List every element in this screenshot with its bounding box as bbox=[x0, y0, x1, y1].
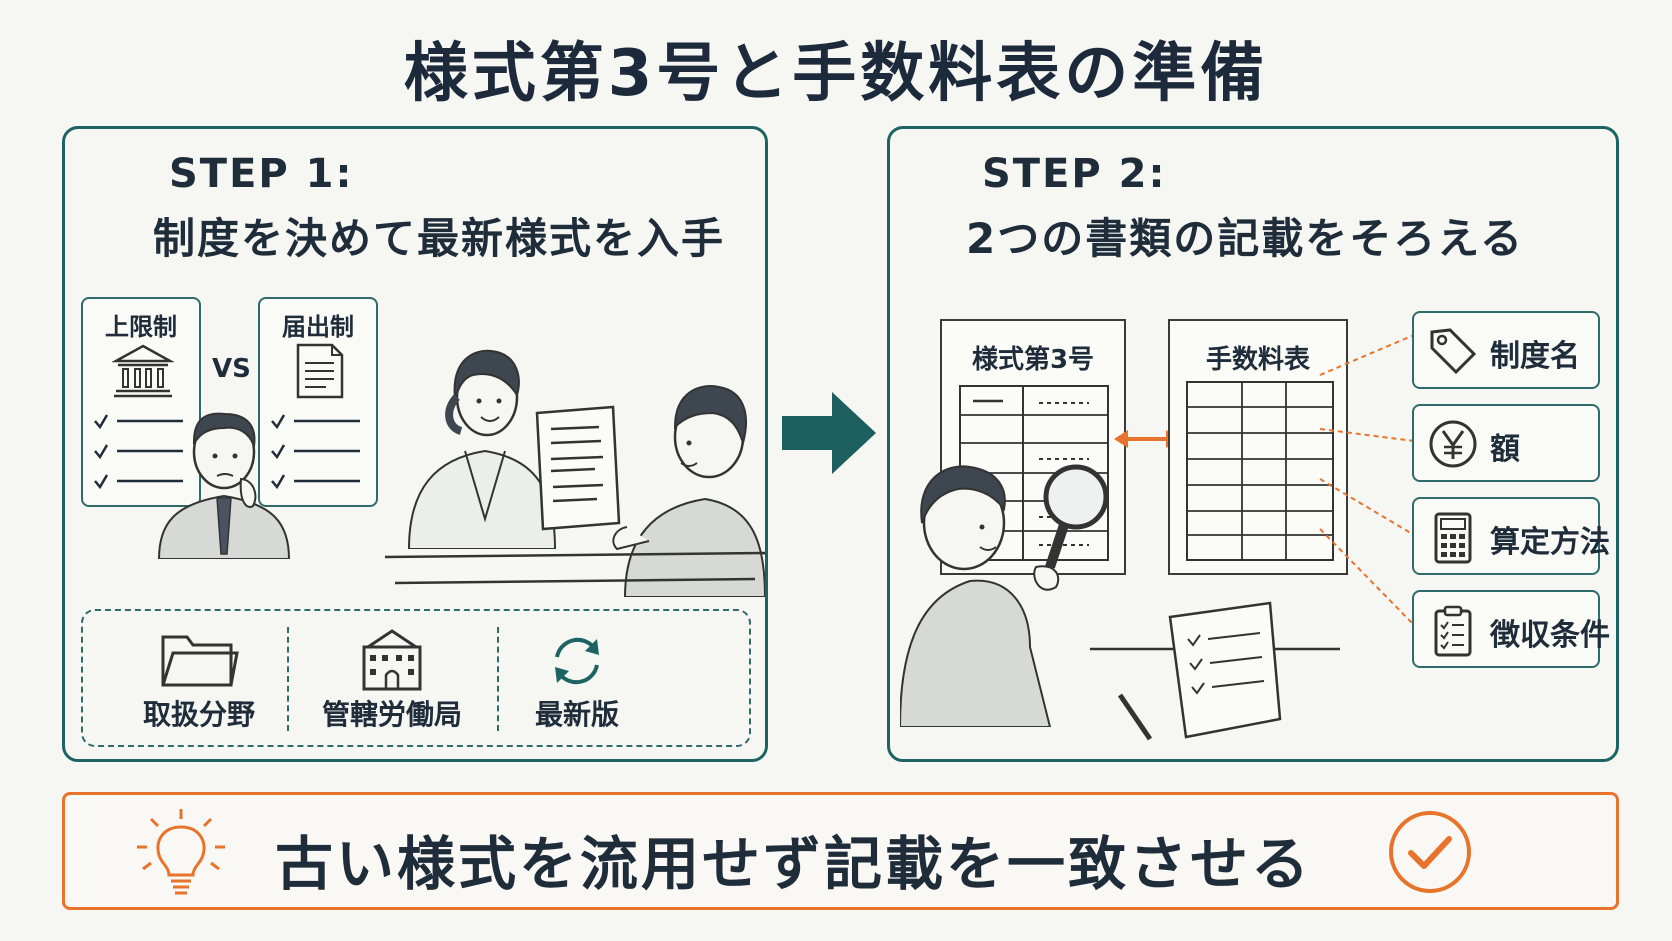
item-label-collection-terms: 徴収条件 bbox=[1490, 618, 1610, 653]
item-label-system-name: 制度名 bbox=[1490, 339, 1580, 374]
fee-table-title: 手数料表 bbox=[1205, 345, 1310, 375]
option-card-a: 上限制 bbox=[81, 297, 201, 507]
option-b-label: 届出制 bbox=[282, 313, 354, 341]
check-circle-icon bbox=[1389, 811, 1471, 893]
dash-divider bbox=[287, 627, 289, 731]
checklist-icon bbox=[271, 414, 360, 490]
doc-item-bureau: 管轄労働局 bbox=[297, 611, 487, 749]
fee-table-document: 手数料表 bbox=[1168, 319, 1348, 575]
doc-item-field: 取扱分野 bbox=[119, 611, 279, 749]
fee-table-grid bbox=[1186, 381, 1334, 561]
counter-line bbox=[385, 551, 765, 585]
item-amount: 額 bbox=[1412, 404, 1600, 482]
doc-label-latest: 最新版 bbox=[534, 698, 619, 731]
doc-label-bureau: 管轄労働局 bbox=[321, 698, 462, 731]
item-system-name: 制度名 bbox=[1412, 311, 1600, 389]
step2-label: STEP 2: bbox=[982, 151, 1167, 197]
document-icon bbox=[296, 343, 344, 399]
applicant-man-illustration bbox=[612, 385, 765, 597]
step2-title: 2つの書類の記載をそろえる bbox=[966, 214, 1524, 263]
clerk-woman-illustration bbox=[407, 349, 557, 549]
handed-document-illustration bbox=[535, 405, 621, 531]
page-title: 様式第3号と手数料表の準備 bbox=[403, 37, 1269, 111]
step2-panel: STEP 2: 2つの書類の記載をそろえる 様式第3号 手数料表 bbox=[887, 126, 1619, 762]
required-info-box: 取扱分野 管轄労働局 最新版 bbox=[81, 609, 751, 747]
key-point-message: 古い様式を流用せず記載を一致させる bbox=[275, 830, 1313, 898]
vs-label: VS bbox=[212, 354, 251, 384]
price-tag-icon bbox=[1430, 328, 1477, 375]
thinking-man-illustration bbox=[157, 412, 291, 559]
connector-lines bbox=[1319, 334, 1415, 626]
yen-icon bbox=[1429, 420, 1477, 468]
key-point-bar: 古い様式を流用せず記載を一致させる bbox=[62, 792, 1619, 910]
item-label-calculation: 算定方法 bbox=[1490, 525, 1610, 560]
step1-label: STEP 1: bbox=[169, 151, 354, 197]
form-3-title: 様式第3号 bbox=[971, 345, 1095, 375]
refresh-icon bbox=[555, 637, 599, 685]
inspector-man-illustration bbox=[900, 464, 1109, 727]
option-a-label: 上限制 bbox=[105, 313, 177, 341]
next-step-arrow-icon bbox=[782, 392, 876, 474]
castle-office-icon bbox=[362, 629, 422, 691]
doc-item-latest: 最新版 bbox=[507, 611, 647, 749]
lightbulb-icon bbox=[137, 809, 225, 895]
step1-title: 制度を決めて最新様式を入手 bbox=[153, 214, 726, 263]
item-calculation: 算定方法 bbox=[1412, 497, 1610, 575]
doc-label-field: 取扱分野 bbox=[142, 698, 255, 731]
calculator-icon bbox=[1434, 512, 1472, 564]
item-label-amount: 額 bbox=[1490, 432, 1520, 467]
dash-divider bbox=[497, 627, 499, 731]
step1-panel: STEP 1: 制度を決めて最新様式を入手 上限制 VS 届出制 bbox=[62, 126, 768, 762]
folder-icon bbox=[161, 635, 239, 687]
government-building-icon bbox=[112, 344, 174, 398]
item-collection-terms: 徴収条件 bbox=[1412, 590, 1610, 668]
option-card-b: 届出制 bbox=[258, 297, 378, 507]
checklist-icon bbox=[94, 414, 183, 490]
clipboard-checklist-icon bbox=[1434, 605, 1472, 657]
desk-checklist-illustration bbox=[1090, 601, 1340, 741]
